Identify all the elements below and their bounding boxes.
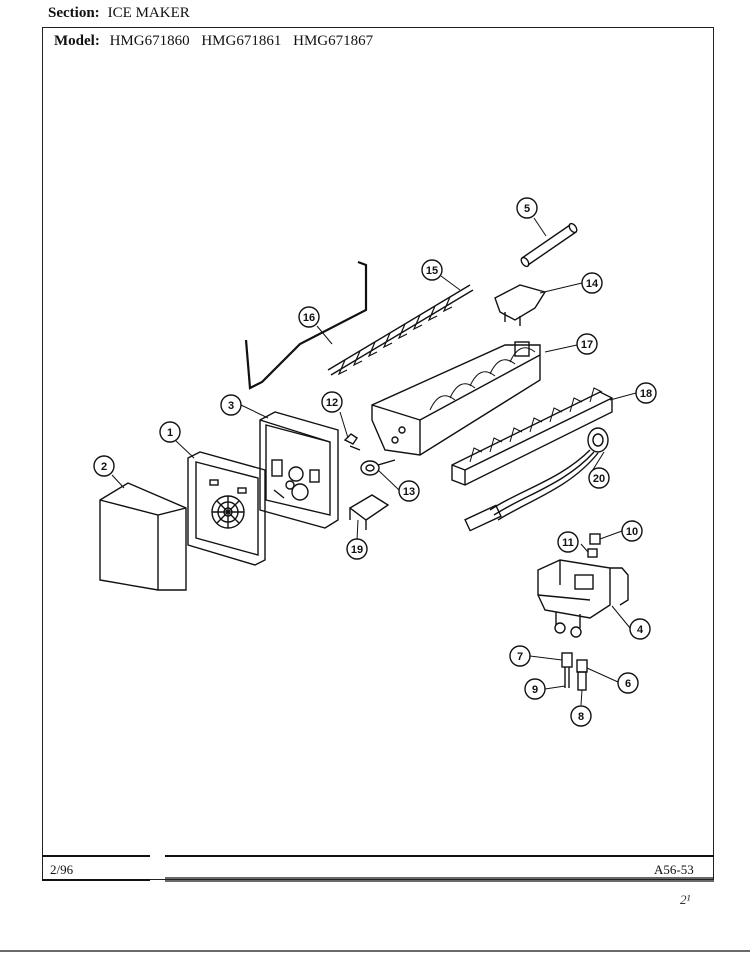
callout-19: 19 — [346, 538, 368, 560]
svg-text:15: 15 — [426, 265, 438, 277]
svg-text:6: 6 — [625, 678, 631, 690]
section-label: Section: — [48, 5, 100, 21]
part-mold — [371, 341, 541, 456]
part-wire-harness — [464, 427, 609, 532]
section-heading: Section: ICE MAKER — [48, 5, 190, 22]
callout-6: 6 — [617, 672, 639, 694]
part-bracket — [348, 494, 390, 530]
svg-text:7: 7 — [517, 651, 523, 663]
callout-9: 9 — [524, 678, 546, 700]
diagram-frame — [42, 27, 714, 880]
callout-14: 14 — [581, 272, 603, 294]
part-fitting-7-9 — [561, 652, 573, 688]
page-mark: 2¹ — [680, 892, 691, 907]
svg-text:10: 10 — [626, 526, 638, 538]
svg-text:8: 8 — [578, 711, 584, 723]
footer-rules — [0, 855, 750, 952]
part-clip — [343, 433, 361, 451]
callout-1: 1 — [159, 421, 181, 443]
part-water-valve — [537, 559, 629, 638]
part-cover — [99, 482, 187, 591]
part-wire — [244, 260, 368, 390]
callout-12: 12 — [321, 391, 343, 413]
part-fitting-6-8 — [576, 659, 588, 691]
leader-lines — [111, 217, 637, 706]
svg-text:12: 12 — [326, 397, 338, 409]
callout-3: 3 — [220, 394, 242, 416]
footer-page-code: A56-53 — [654, 862, 694, 877]
part-ejector-shaft — [327, 284, 474, 376]
callout-10: 10 — [621, 520, 643, 542]
callout-2: 2 — [93, 455, 115, 477]
svg-text:14: 14 — [586, 278, 599, 290]
part-mounting-plate — [187, 451, 266, 566]
svg-text:16: 16 — [303, 312, 315, 324]
svg-text:3: 3 — [228, 400, 234, 412]
part-stripper — [451, 387, 613, 486]
callout-13: 13 — [398, 480, 420, 502]
svg-text:13: 13 — [403, 486, 415, 498]
part-fill-cup — [494, 284, 547, 326]
model-line: Model: HMG671860 HMG671861 HMG671867 — [54, 33, 381, 50]
callout-20: 20 — [588, 467, 610, 489]
model-number: HMG671867 — [293, 33, 374, 49]
callout-17: 17 — [576, 333, 598, 355]
callout-5: 5 — [516, 197, 538, 219]
section-value: ICE MAKER — [107, 5, 190, 21]
svg-text:9: 9 — [532, 684, 538, 696]
callout-7: 7 — [509, 645, 531, 667]
callout-15: 15 — [421, 259, 443, 281]
callout-8: 8 — [570, 705, 592, 727]
model-label: Model: — [54, 33, 100, 49]
svg-text:4: 4 — [637, 624, 644, 636]
part-housing — [259, 411, 339, 529]
model-number: HMG671861 — [201, 33, 282, 49]
part-fill-tube — [520, 222, 578, 268]
svg-text:20: 20 — [593, 473, 605, 485]
svg-text:17: 17 — [581, 339, 593, 351]
svg-text:11: 11 — [562, 537, 574, 549]
svg-text:2: 2 — [101, 461, 107, 473]
callouts: 1 2 3 4 5 6 7 8 9 10 11 12 13 14 15 16 1… — [93, 197, 657, 727]
part-fittings — [587, 533, 601, 558]
svg-text:1: 1 — [167, 427, 173, 439]
svg-text:18: 18 — [640, 388, 652, 400]
model-number: HMG671860 — [109, 33, 190, 49]
callout-16: 16 — [298, 306, 320, 328]
callout-18: 18 — [635, 382, 657, 404]
callout-11: 11 — [557, 531, 579, 553]
svg-text:19: 19 — [351, 544, 363, 556]
footer-date: 2/96 — [50, 862, 74, 877]
part-thermostat — [360, 459, 396, 476]
callout-4: 4 — [629, 618, 651, 640]
svg-text:5: 5 — [524, 203, 530, 215]
